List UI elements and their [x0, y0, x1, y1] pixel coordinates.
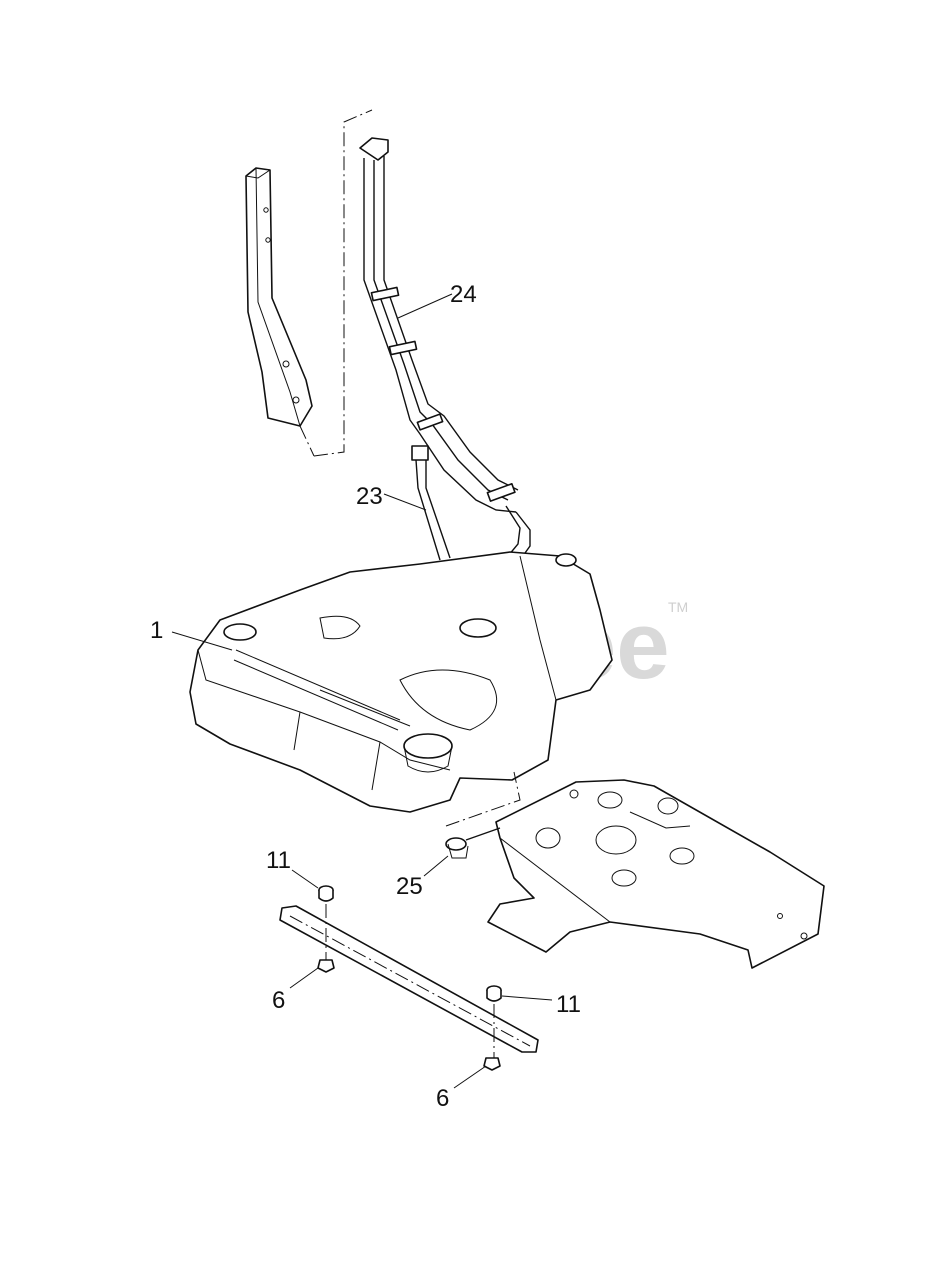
fuel-tank [189, 551, 613, 813]
fitting [445, 827, 501, 859]
frame-bracket [245, 167, 313, 427]
callout-23: 23 [356, 483, 383, 510]
callout-1: 1 [150, 617, 163, 644]
nut-left [317, 959, 335, 973]
bumper-right [486, 985, 502, 1058]
bumper-left [318, 885, 334, 960]
watermark-trademark: TM [668, 599, 688, 615]
callout-6-upper: 6 [272, 987, 285, 1014]
vent-tube [411, 445, 451, 561]
callout-6-lower: 6 [436, 1085, 449, 1112]
callouts: 24 23 1 11 25 6 11 6 [150, 281, 581, 1112]
tank-support-plate [487, 779, 825, 969]
tank-plate-reference-line [445, 771, 521, 827]
callout-11-upper: 11 [266, 847, 291, 874]
callout-25: 25 [396, 873, 423, 900]
frame-reference-line [313, 109, 373, 457]
nut-right [483, 1057, 501, 1071]
tank-strap [279, 905, 539, 1053]
callout-11-lower: 11 [556, 991, 581, 1018]
leader-lines [171, 293, 553, 1089]
callout-24: 24 [450, 281, 477, 308]
fuel-lines [305, 137, 531, 601]
